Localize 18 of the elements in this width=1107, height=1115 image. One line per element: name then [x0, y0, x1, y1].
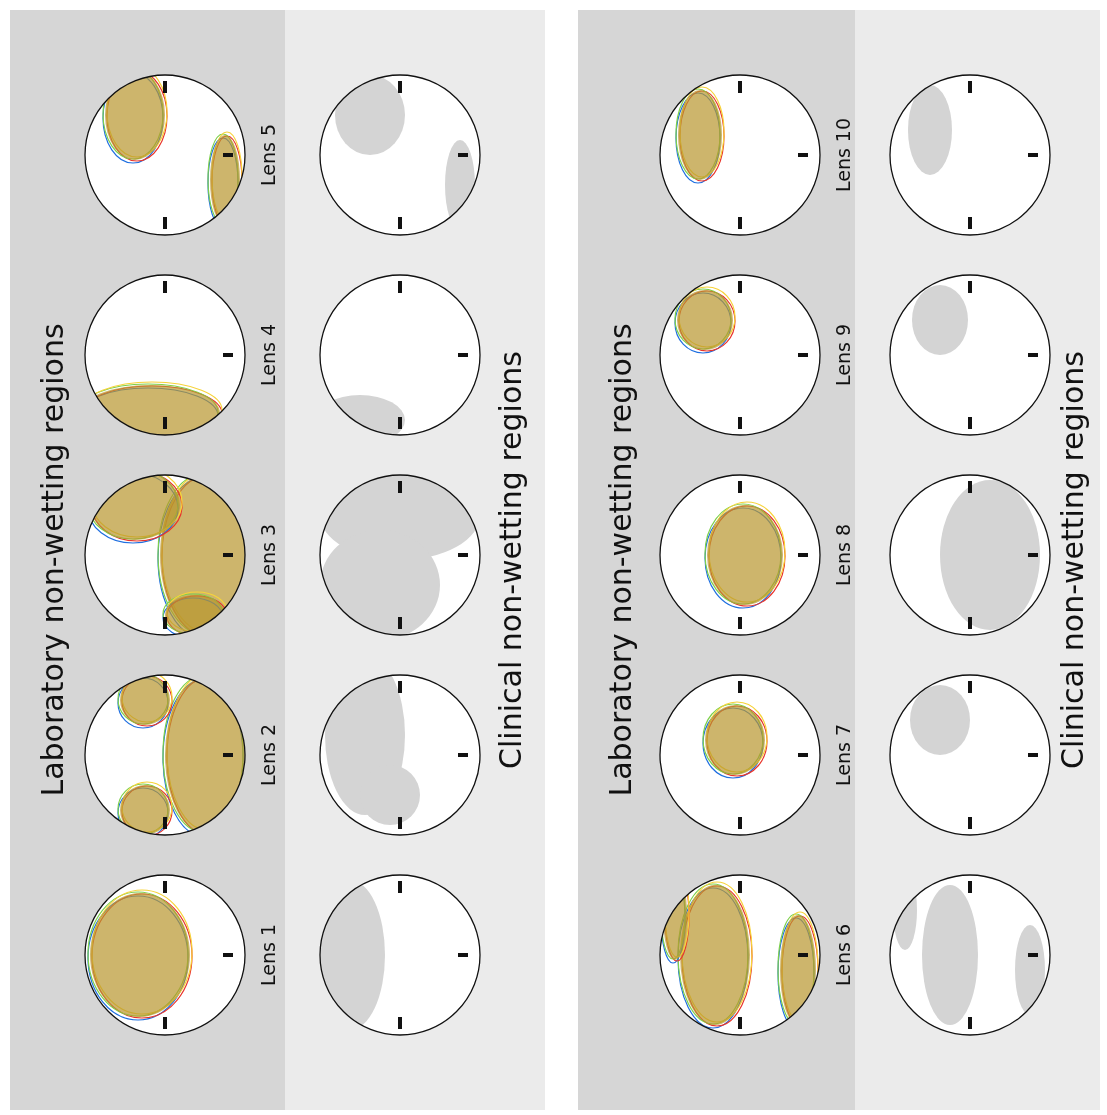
- panel-band: [855, 10, 1100, 1110]
- lens-label: Lens 2: [257, 724, 279, 786]
- panel-heading: Clinical non-wetting regions: [493, 350, 528, 771]
- lens-label: Lens 1: [257, 924, 279, 986]
- lens-label: Lens 8: [832, 524, 854, 586]
- panel-heading: Laboratory non-wetting regions: [35, 322, 70, 799]
- panel-heading: Laboratory non-wetting regions: [603, 322, 638, 799]
- lens-label: Lens 4: [257, 324, 279, 386]
- panel-band: [285, 10, 545, 1110]
- lens-label: Lens 6: [832, 924, 854, 986]
- lens-label: Lens 5: [257, 124, 279, 186]
- panel-band: [578, 10, 855, 1110]
- lens-label: Lens 9: [832, 324, 854, 386]
- panel-band: [10, 10, 285, 1110]
- lens-label: Lens 10: [832, 117, 854, 193]
- lens-label: Lens 7: [832, 724, 854, 786]
- panel-heading: Clinical non-wetting regions: [1055, 350, 1090, 771]
- lens-label: Lens 3: [257, 524, 279, 586]
